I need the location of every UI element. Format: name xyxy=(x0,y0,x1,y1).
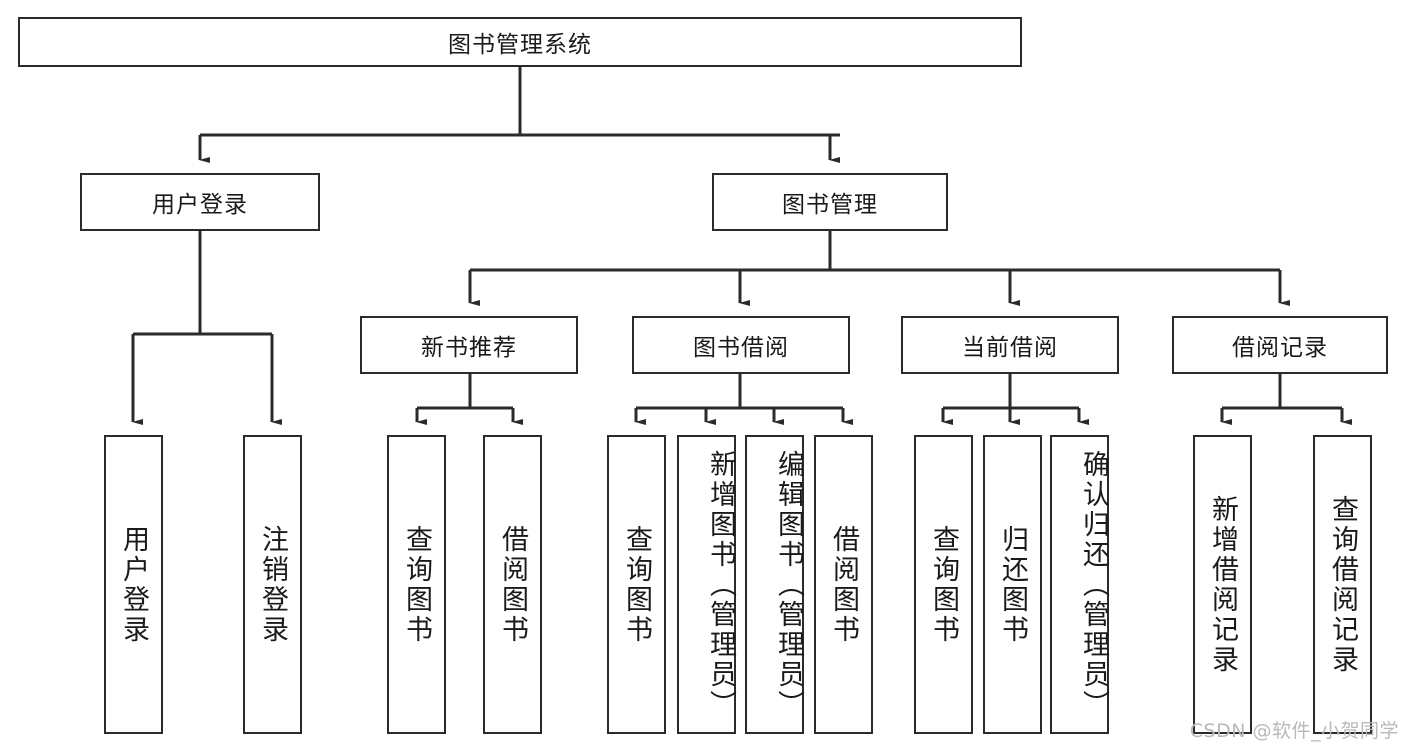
node-book-borrow[interactable]: 图书借阅 xyxy=(632,316,850,374)
node-label: 查询借阅记录 xyxy=(1327,494,1358,675)
node-label: 注销登录 xyxy=(257,524,288,645)
node-leaf-user-login[interactable]: 用户登录 xyxy=(104,435,163,734)
node-label: 图书借阅 xyxy=(693,335,789,361)
node-label: 新书推荐 xyxy=(421,335,517,361)
node-leaf-return-book[interactable]: 归还图书 xyxy=(983,435,1042,734)
node-label: 查询图书 xyxy=(401,524,432,645)
node-label: 用户登录 xyxy=(118,524,149,645)
node-user-login[interactable]: 用户登录 xyxy=(80,173,320,231)
node-label: 确认归还（管理员） xyxy=(1078,449,1109,720)
node-leaf-query-book-3[interactable]: 查询图书 xyxy=(914,435,973,734)
node-leaf-add-record[interactable]: 新增借阅记录 xyxy=(1193,435,1252,734)
node-leaf-query-book-1[interactable]: 查询图书 xyxy=(387,435,446,734)
node-label: 新增图书（管理员） xyxy=(705,449,736,720)
node-label: 图书管理系统 xyxy=(448,32,592,58)
node-root[interactable]: 图书管理系统 xyxy=(18,17,1022,67)
node-leaf-add-book[interactable]: 新增图书（管理员） xyxy=(677,435,736,734)
node-label: 编辑图书（管理员） xyxy=(773,449,804,720)
node-label: 新增借阅记录 xyxy=(1207,494,1238,675)
node-borrow-record[interactable]: 借阅记录 xyxy=(1172,316,1388,374)
node-label: 查询图书 xyxy=(928,524,959,645)
node-label: 借阅记录 xyxy=(1232,335,1328,361)
node-label: 查询图书 xyxy=(621,524,652,645)
node-label: 当前借阅 xyxy=(962,335,1058,361)
node-label: 归还图书 xyxy=(997,524,1028,645)
node-label: 借阅图书 xyxy=(828,524,859,645)
node-new-book-rec[interactable]: 新书推荐 xyxy=(360,316,578,374)
node-current-borrow[interactable]: 当前借阅 xyxy=(901,316,1119,374)
node-leaf-borrow-book-1[interactable]: 借阅图书 xyxy=(483,435,542,734)
node-label: 用户登录 xyxy=(152,192,248,218)
node-leaf-confirm-return[interactable]: 确认归还（管理员） xyxy=(1050,435,1109,734)
node-book-manage[interactable]: 图书管理 xyxy=(712,173,948,231)
node-leaf-edit-book[interactable]: 编辑图书（管理员） xyxy=(745,435,804,734)
node-leaf-logout[interactable]: 注销登录 xyxy=(243,435,302,734)
csdn-watermark: CSDN @软件_小贺同学 xyxy=(1189,720,1399,742)
node-leaf-query-book-2[interactable]: 查询图书 xyxy=(607,435,666,734)
node-leaf-borrow-book-2[interactable]: 借阅图书 xyxy=(814,435,873,734)
node-label: 借阅图书 xyxy=(497,524,528,645)
node-label: 图书管理 xyxy=(782,192,878,218)
node-leaf-query-record[interactable]: 查询借阅记录 xyxy=(1313,435,1372,734)
